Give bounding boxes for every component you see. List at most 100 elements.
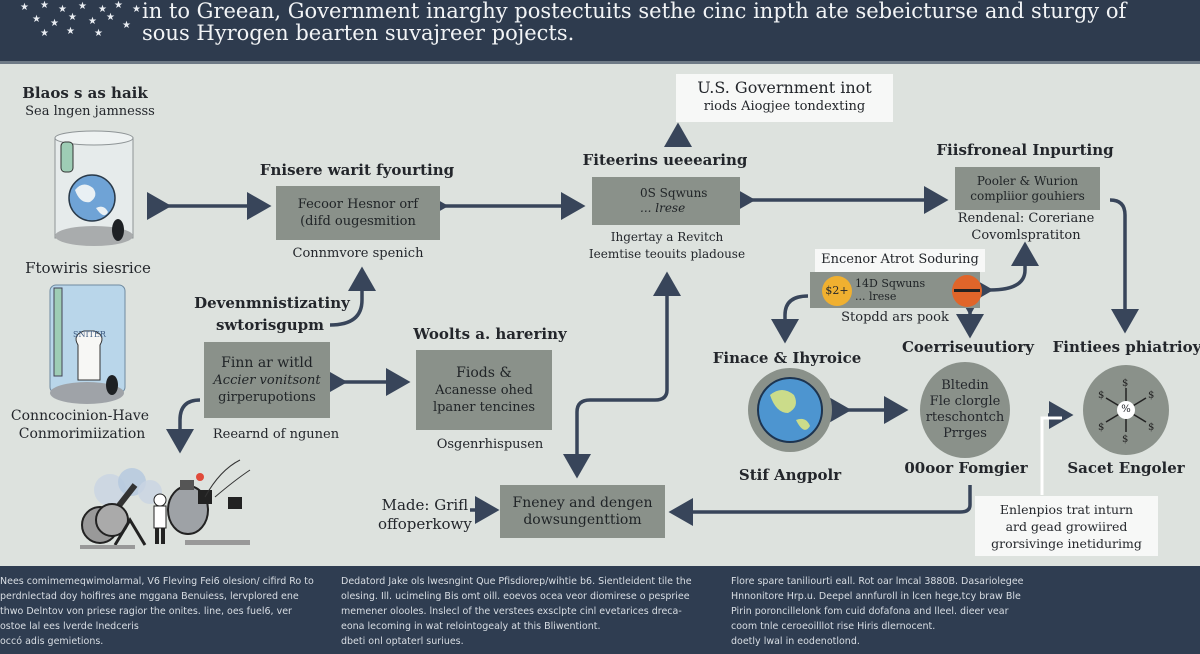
government-line2: riods Aiogjee tondexting	[703, 99, 866, 114]
node1-line1: Fecoor Hesnor orf	[297, 197, 419, 212]
node3-line2: Acanesse ohed	[435, 382, 533, 398]
svg-text:★: ★	[50, 18, 59, 29]
node2-caption: Reearnd of ngunen	[212, 427, 340, 442]
footer-line: Hnnonitore Hrp.u. Deepel annfuroll in lc…	[731, 591, 1021, 602]
arrow-node2-machine	[166, 398, 201, 454]
arrow-node6-node5	[968, 241, 1039, 305]
svg-text:★: ★	[114, 0, 123, 11]
footer-line: eona lecoming in wat relointogealy at th…	[341, 621, 601, 632]
node7-line1: Fneney and dengen	[512, 494, 653, 511]
note-line: Enlenpios trat inturn	[999, 502, 1134, 517]
circle2-caption: 00oor Fomgier	[904, 459, 1028, 477]
svg-text:★: ★	[58, 4, 67, 15]
arrow-to-node7	[563, 389, 669, 479]
footer-line: thwo Delntov von priese ragior the onite…	[0, 606, 292, 617]
node1-line2: (difd ougesmition	[300, 214, 416, 229]
circle2-line: Bltedin	[941, 378, 989, 393]
footer-column-2: Dedatord Jake ols lwesngint Que Pfisdior…	[341, 574, 716, 649]
arrow-circle2-node7	[668, 485, 972, 526]
footer-column-1: Nees comimemeqwimolarmal, V6 Fleving Fei…	[0, 574, 315, 649]
footer-line: Pirin poroncillelonk fom cuid dofafona a…	[731, 606, 1009, 617]
circle2-text: Bltedin Fle clorgle rteschontch Prrges	[920, 378, 1010, 442]
note-box: Enlenpios trat inturn ard gead growiired…	[975, 496, 1158, 556]
node5-title: Fiisfroneal Inpurting	[936, 141, 1114, 159]
node4-line1: 0S Sqwuns	[640, 186, 708, 200]
node5-line1: Pooler & Wurion	[976, 173, 1079, 188]
node2-title-1: Devenmnistizatiny	[194, 294, 350, 312]
node2-line1: Finn ar witld	[221, 354, 313, 371]
circle1-caption: Stif Angpolr	[738, 466, 842, 484]
node3-line3: lpaner tencines	[432, 399, 536, 415]
made-line2: offoperkowy	[378, 515, 472, 533]
earth-icon	[757, 377, 823, 443]
circle2-line: rteschontch	[925, 410, 1005, 425]
svg-text:★: ★	[66, 26, 75, 37]
node5-caption-1: Rendenal: Coreriane	[957, 211, 1095, 226]
circle2-bg	[920, 362, 1010, 458]
svg-text:★: ★	[20, 2, 29, 13]
node2-line2: Accier vonitsont	[213, 372, 321, 388]
footer-line: ostoe lal ees lverde lnedceris	[0, 621, 139, 632]
svg-text:★: ★	[68, 12, 77, 23]
footer-line: doetly lwal in eodenotlond.	[731, 636, 860, 647]
svg-text:★: ★	[88, 16, 97, 27]
header-banner: ★★★★★★★ ★★★★★★ ★★★ in to Greean, Governm…	[0, 0, 1200, 64]
svg-text:★: ★	[122, 20, 131, 31]
left-top-subtitle: Sea lngen jamnesss	[25, 104, 155, 119]
node4-caption-2: Ieemtise teouits pladouse	[588, 247, 746, 261]
government-box: U.S. Government inot riods Aiogjee tonde…	[676, 74, 893, 122]
circle2-line: Prrges	[943, 426, 987, 441]
circle2-title: Coerriseuutiory	[901, 338, 1035, 356]
stop-icon	[952, 275, 982, 307]
node3-title: Woolts a. hareriny	[413, 325, 567, 343]
arrow-node2-node1	[329, 266, 376, 327]
footer-line: coom tnle ceroeoilllot rise Hiris dlerno…	[731, 621, 936, 632]
node4-line2: ... lrese	[640, 201, 686, 215]
node4-title: Fiteerins ueeearing	[582, 151, 748, 169]
svg-text:$: $	[1148, 422, 1154, 433]
footer-column-3: Flore spare taniliourti eall. Rot oar lm…	[731, 574, 1051, 649]
footer-line: Nees comimemeqwimolarmal, V6 Fleving Fei…	[0, 576, 314, 587]
node2-line3: girperupotions	[218, 389, 316, 405]
svg-text:★: ★	[40, 0, 49, 11]
footer-line: occó adis gemietions.	[0, 636, 104, 647]
percent-icon: %	[1121, 404, 1131, 415]
left-bottom-caption-2: Conmorimiization	[18, 426, 146, 442]
svg-text:$: $	[1148, 390, 1154, 401]
node4-box: 0S Sqwuns ... lrese	[592, 177, 740, 225]
title-line-2: sous Hyrogen bearten suvajreer pojects.	[142, 21, 575, 45]
svg-text:$: $	[1098, 390, 1104, 401]
node6-line2: ... lrese	[855, 290, 897, 303]
made-label: Made: Grifl offoperkowy	[378, 496, 472, 534]
footer-line: dbeti onl optaterl suriues.	[341, 636, 464, 647]
coin-icon: $2+	[822, 276, 852, 306]
arrow-node5-circle3	[1109, 198, 1139, 334]
node2-box: Finn ar witld Accier vonitsont girperupo…	[204, 342, 330, 418]
circle3-title: Fintiees phiatrioy	[1052, 338, 1200, 356]
circle2-line: Fle clorgle	[929, 394, 1001, 409]
footer-line: olesing. Ill. ucimeling Bis omt oill. eo…	[341, 591, 690, 602]
svg-text:★: ★	[132, 4, 140, 15]
footer-band: Nees comimemeqwimolarmal, V6 Fleving Fei…	[0, 566, 1200, 654]
footer-line: perdnlectad doy hoifires ane mggana Benu…	[0, 591, 299, 602]
stars-icon: ★★★★★★★ ★★★★★★ ★★★	[20, 0, 140, 39]
node1-title: Fnisere warit fyourting	[259, 161, 455, 179]
node5-line2: compliior gouhiers	[970, 188, 1085, 203]
node3-line1: Fiods &	[456, 364, 512, 381]
left-bottom-caption-1: Conncocinion-Have	[10, 408, 150, 424]
made-line1: Made: Grifl	[381, 496, 469, 514]
svg-text:$: $	[1122, 378, 1128, 389]
dollar-icons: $$$$$$	[1098, 378, 1154, 445]
node1-caption: Connmvore spenich	[292, 246, 424, 261]
government-line1: U.S. Government inot	[697, 78, 872, 97]
svg-text:★: ★	[94, 28, 103, 39]
svg-text:★: ★	[98, 4, 107, 15]
page-title: in to Greean, Government inarghy postect…	[142, 0, 1126, 44]
left-top-caption: Ftowiris siesrice	[25, 259, 151, 277]
node6-title: Encenor Atrot Soduring	[815, 249, 985, 272]
node5-box: Pooler & Wurion compliior gouhiers	[955, 167, 1100, 210]
globe-cylinder-icon	[54, 130, 134, 246]
connector-line	[1040, 416, 1062, 495]
node2-title-2: swtorisgupm	[215, 316, 325, 334]
